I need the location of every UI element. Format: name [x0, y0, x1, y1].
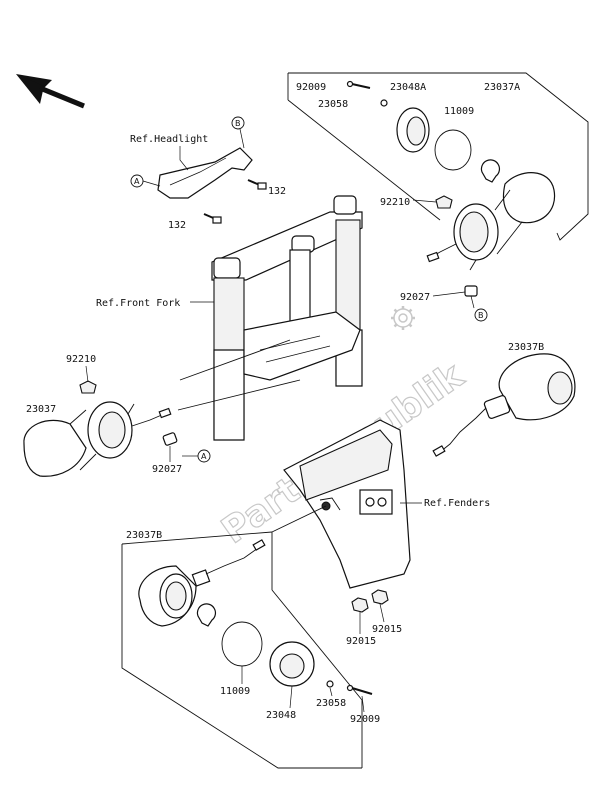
- svg-text:A: A: [134, 177, 140, 186]
- label-23048A: 23048A: [390, 82, 426, 93]
- label-23037A: 23037A: [484, 82, 520, 93]
- nut-92015-a: [351, 597, 369, 613]
- lamp-23037B-left: [138, 539, 266, 627]
- label-23037B-left: 23037B: [126, 530, 162, 541]
- grommet-92210-right: [435, 195, 453, 209]
- bolt-132-left: [203, 213, 222, 224]
- label-92015-a: 92015: [346, 636, 376, 647]
- gear-icon: [391, 306, 415, 330]
- label-11009-top: 11009: [444, 106, 474, 117]
- rear-fender: [283, 419, 411, 589]
- callout-a-mid: A: [197, 449, 211, 463]
- lamp-23037A: [426, 172, 556, 271]
- nut-92015-b: [371, 589, 389, 605]
- label-23037-left: 23037: [26, 404, 56, 415]
- svg-text:B: B: [478, 311, 484, 320]
- screw-92009-top: [346, 80, 371, 89]
- label-92210-right: 92210: [380, 197, 410, 208]
- grommet-92210-left: [79, 380, 97, 394]
- group-frame-bottom-left: [121, 544, 362, 769]
- lamp-23037-left: [23, 401, 172, 477]
- bushing-92027-left: [162, 432, 178, 446]
- label-23058-bottom: 23058: [316, 698, 346, 709]
- bulb-bottom: [196, 603, 217, 627]
- label-92015-b: 92015: [372, 624, 402, 635]
- washer-23058-top: [380, 99, 388, 107]
- label-92210-left: 92210: [66, 354, 96, 365]
- label-23037B-right: 23037B: [508, 342, 544, 353]
- gasket-11009-top: [434, 129, 472, 171]
- rim-23048: [269, 641, 315, 687]
- front-fork: [211, 195, 363, 441]
- label-ref-front-fork: Ref.Front Fork: [96, 298, 180, 309]
- label-132-right: 132: [268, 186, 286, 197]
- svg-text:B: B: [235, 119, 241, 128]
- rim-23048A: [396, 107, 430, 153]
- bolt-132-right: [247, 179, 267, 190]
- front-direction-arrow-icon: [16, 74, 85, 109]
- label-92009-top: 92009: [296, 82, 326, 93]
- bulb-top: [480, 159, 501, 183]
- callout-a-left: A: [130, 174, 144, 188]
- label-23058-top: 23058: [318, 99, 348, 110]
- label-92009-bottom: 92009: [350, 714, 380, 725]
- label-132-left: 132: [168, 220, 186, 231]
- label-ref-headlight: Ref.Headlight: [130, 134, 208, 145]
- bushing-92027-right: [464, 285, 478, 297]
- label-23048: 23048: [266, 710, 296, 721]
- callout-b-top: B: [231, 116, 245, 130]
- screw-92009-bottom: [346, 684, 373, 695]
- label-11009-bottom: 11009: [220, 686, 250, 697]
- headlight-bracket: [157, 147, 253, 199]
- label-ref-fenders: Ref.Fenders: [424, 498, 490, 509]
- washer-23058-bottom: [326, 680, 334, 688]
- lamp-23037B-right: [432, 353, 576, 457]
- label-92027-right: 92027: [400, 292, 430, 303]
- label-92027-left: 92027: [152, 464, 182, 475]
- group-frame-top-right: [288, 72, 589, 241]
- callout-b-right: B: [474, 308, 488, 322]
- svg-text:A: A: [201, 452, 207, 461]
- gasket-11009-bottom: [221, 621, 263, 667]
